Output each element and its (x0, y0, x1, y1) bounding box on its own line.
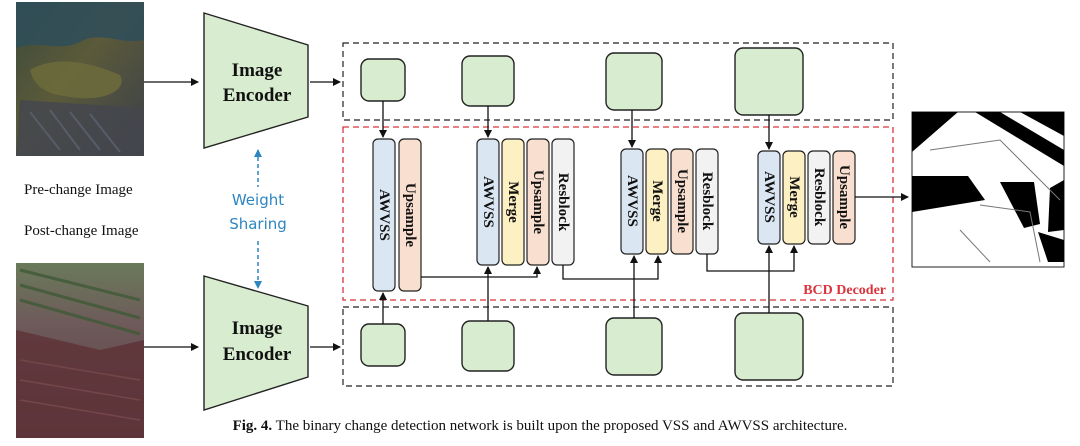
resblock-label-2: Resblock (555, 173, 571, 232)
awvss-label-2: AWVSS (480, 176, 496, 228)
stage-connections (421, 245, 798, 280)
resblock-label-3: Resblock (699, 172, 715, 231)
figure-caption: Fig. 4. The binary change detection netw… (0, 418, 1080, 435)
upsample-block-1 (398, 138, 422, 292)
upsample-block-2 (526, 138, 550, 266)
pre-feature-frame (342, 42, 894, 121)
encoder-bottom-line1: Image (232, 318, 283, 339)
upsample-label-3: Upsample (674, 169, 690, 234)
change-map-output (911, 111, 1065, 268)
pre-feature-2 (461, 55, 515, 107)
merge-label-3: Merge (649, 180, 665, 222)
merge-block-2 (501, 138, 525, 266)
encoder-top-line2: Encoder (223, 85, 292, 106)
pre-feature-4 (734, 47, 804, 116)
awvss-block-4 (757, 150, 781, 245)
weight-sharing-line1: Weight (232, 191, 284, 209)
post-feature-2 (461, 320, 515, 372)
pre-change-label: Pre-change Image (24, 182, 133, 198)
post-change-image (16, 263, 144, 438)
awvss-label-3: AWVSS (624, 175, 640, 227)
awvss-block-3 (620, 148, 644, 255)
caption-prefix: Fig. 4. (232, 418, 273, 434)
upsample-label-4: Upsample (836, 165, 852, 230)
top-feature-arrows (379, 101, 773, 150)
merge-block-4 (782, 150, 806, 245)
post-feature-frame (342, 306, 894, 387)
awvss-block-2 (476, 138, 500, 266)
bcd-decoder-frame (342, 126, 894, 301)
image-encoder-top: Image Encoder (203, 12, 309, 149)
resblock-label-4: Resblock (811, 168, 827, 227)
resblock-block-4 (807, 150, 831, 245)
pre-feature-1 (360, 58, 406, 102)
bottom-feature-arrows (379, 245, 773, 324)
awvss-label-1: AWVSS (376, 189, 392, 241)
upsample-block-3 (670, 148, 694, 255)
post-feature-1 (360, 323, 406, 367)
image-encoder-bottom: Image Encoder (203, 275, 309, 411)
awvss-label-4: AWVSS (761, 171, 777, 223)
merge-label-4: Merge (786, 176, 802, 218)
upsample-label-1: Upsample (402, 183, 418, 248)
caption-text: The binary change detection network is b… (272, 418, 848, 434)
encoder-top-line1: Image (232, 60, 283, 81)
merge-label-2: Merge (505, 181, 521, 223)
pre-change-image (16, 2, 144, 156)
weight-sharing-line2: Sharing (229, 215, 287, 233)
merge-block-3 (645, 148, 669, 255)
upsample-label-2: Upsample (530, 170, 546, 235)
awvss-block-1 (372, 138, 396, 292)
post-feature-4 (734, 312, 804, 381)
post-feature-3 (605, 317, 663, 376)
post-change-label: Post-change Image (24, 223, 139, 239)
bcd-decoder-label: BCD Decoder (803, 283, 886, 298)
pre-feature-3 (605, 52, 663, 111)
encoder-bottom-line2: Encoder (223, 344, 292, 365)
